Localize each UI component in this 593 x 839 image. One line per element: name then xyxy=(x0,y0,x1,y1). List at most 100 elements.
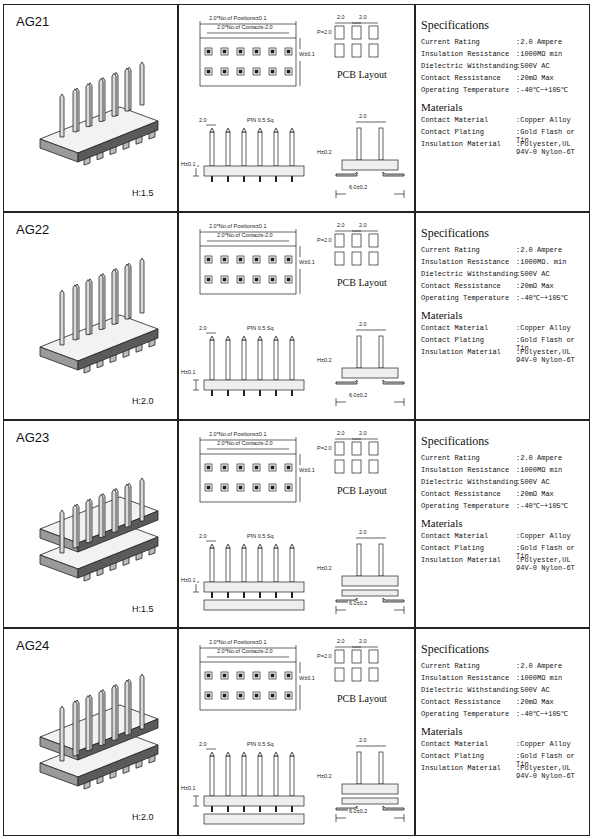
pin xyxy=(242,548,246,582)
dimension-line xyxy=(193,806,199,807)
pin xyxy=(210,756,214,796)
pin-square xyxy=(207,466,210,469)
spec-cell: SpecificationsCurrent Rating:2.0 AmpereI… xyxy=(415,420,590,628)
pin xyxy=(60,290,64,345)
dimension-line xyxy=(356,122,386,123)
pin xyxy=(274,132,278,166)
pin xyxy=(226,548,230,582)
pin xyxy=(60,706,64,761)
dimension-label: 2.0 xyxy=(358,639,368,645)
pin-socket xyxy=(237,464,244,471)
pin-tip xyxy=(258,128,262,132)
dimension-label: 2.0*No.of Contacts-2.0 xyxy=(216,441,274,447)
pin-square xyxy=(255,258,258,261)
height-label: H:1.5 xyxy=(132,189,154,199)
pcb-pad xyxy=(369,650,378,663)
dimension-label: 2.0*No.of Contacts-2.0 xyxy=(216,25,274,31)
pin-square xyxy=(255,70,258,73)
pcb-pad xyxy=(352,460,361,473)
dimension-line xyxy=(394,610,404,611)
pin xyxy=(125,264,129,319)
pcb-pad xyxy=(352,668,361,681)
solder-tail xyxy=(259,390,261,396)
pin-socket xyxy=(237,48,244,55)
pin xyxy=(125,680,129,735)
pin xyxy=(290,756,294,796)
pin-tip xyxy=(274,544,278,548)
solder-tail xyxy=(291,390,293,396)
pcb-pad xyxy=(369,44,378,57)
dimension-label: W±0.1 xyxy=(298,260,316,266)
spec-key: Insulation Resistance xyxy=(421,675,509,683)
pin xyxy=(99,494,103,537)
pin-socket xyxy=(205,464,212,471)
spec-value: :2.0 Ampere xyxy=(516,247,586,255)
spec-cell: SpecificationsCurrent Rating:2.0 AmpereI… xyxy=(415,4,590,212)
dimension-label: 2.0 xyxy=(358,738,368,744)
pin-socket xyxy=(221,68,228,75)
pin-tip xyxy=(274,128,278,132)
dimension-line xyxy=(193,592,199,593)
spec-heading: Materials xyxy=(421,517,463,529)
spec-heading: Specifications xyxy=(421,227,489,240)
dimension-label: H±0.1 xyxy=(180,578,197,584)
spec-key: Contact Material xyxy=(421,325,488,333)
spec-heading: Materials xyxy=(421,309,463,321)
product-cell: AG22H:2.0 xyxy=(3,212,178,420)
pin-socket xyxy=(253,256,260,263)
spec-key: Contact Material xyxy=(421,117,488,125)
spec-value: :-40℃~+105℃ xyxy=(516,295,586,303)
pin-socket xyxy=(221,672,228,679)
pin xyxy=(99,274,103,329)
pin-socket xyxy=(253,692,260,699)
pin xyxy=(242,756,246,796)
dimension-label: 2.0 xyxy=(198,534,208,540)
spec-value: :20mΩ Max xyxy=(516,491,586,499)
pin xyxy=(357,544,361,576)
pin xyxy=(73,701,77,756)
spec-heading: Specifications xyxy=(421,643,489,656)
pin-socket xyxy=(253,276,260,283)
dimension-line xyxy=(200,437,201,454)
dimension-label: W±0.1 xyxy=(298,468,316,474)
dimension-line xyxy=(193,390,199,391)
pin-tip xyxy=(258,336,262,340)
pin xyxy=(379,336,383,368)
spec-key: Contact Plating xyxy=(421,337,484,345)
dimension-label: PIN 0.5 Sq xyxy=(246,742,275,748)
pin-tip xyxy=(290,544,294,548)
solder-foot xyxy=(383,380,404,384)
pin xyxy=(357,336,361,368)
solder-tail xyxy=(211,806,213,812)
dimension-label: 2.0 xyxy=(358,431,368,437)
end-housing xyxy=(342,590,398,596)
pin-square xyxy=(207,258,210,261)
dimension-label: 6.0±0.2 xyxy=(348,393,368,399)
dimension-label: H±0.2 xyxy=(316,774,333,780)
pin xyxy=(86,500,90,543)
spec-value: :-40℃~+105℃ xyxy=(516,711,586,719)
dimension-line xyxy=(296,21,297,38)
top-view-housing xyxy=(200,454,296,502)
pin-socket xyxy=(221,692,228,699)
dimension-line xyxy=(352,231,378,232)
pcb-pad xyxy=(335,26,344,39)
pin xyxy=(125,484,129,527)
solder-tail xyxy=(291,176,293,182)
dimension-label: 2.0 xyxy=(358,223,368,229)
dimension-line xyxy=(404,398,405,406)
spec-key: Dielectric Withstanding xyxy=(421,271,518,279)
dimension-line xyxy=(207,449,289,450)
part-number: AG22 xyxy=(16,223,49,237)
spec-key: Contact Ressistance xyxy=(421,283,501,291)
solder-foot xyxy=(336,172,357,176)
top-view-housing xyxy=(200,662,296,710)
dimension-label: H±0.2 xyxy=(316,358,333,364)
dimension-label: 2.0 xyxy=(198,742,208,748)
spec-value: :2.0 Ampere xyxy=(516,455,586,463)
layout-title: PCB Layout xyxy=(337,277,387,288)
dimension-line xyxy=(352,647,378,648)
pin-tip xyxy=(274,336,278,340)
solder-tail xyxy=(259,592,261,598)
product-cell: AG23H:1.5 xyxy=(3,420,178,628)
